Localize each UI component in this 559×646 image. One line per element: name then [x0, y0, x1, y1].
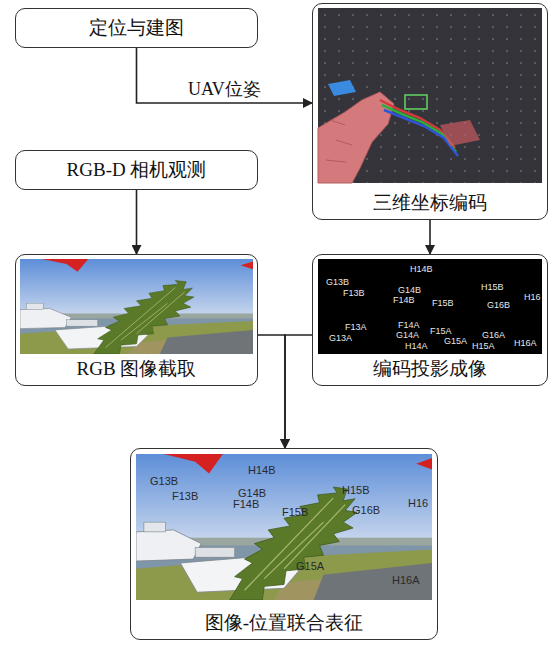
- code-label: H16: [408, 497, 428, 509]
- fused-image: [136, 454, 432, 600]
- node-caption: 编码投影成像: [373, 357, 487, 381]
- flow-arrow: [258, 335, 285, 448]
- code-label: G16B: [352, 504, 380, 516]
- code-label: G14B: [398, 285, 421, 295]
- code-label: G15A: [444, 336, 467, 346]
- code-label: H15B: [342, 484, 370, 496]
- rgb-image-part: [20, 259, 253, 354]
- 3d-map-render-part: [318, 8, 542, 183]
- code-label: G13B: [150, 475, 178, 487]
- code-label: F13B: [172, 490, 198, 502]
- code-label: H16: [524, 292, 541, 302]
- process-box: RGB-D 相机观测: [15, 150, 258, 190]
- node-caption: 图像-位置联合表征: [205, 611, 363, 635]
- projection-image: [318, 259, 542, 354]
- flow-arrow: [285, 335, 312, 448]
- code-label: F15B: [282, 506, 308, 518]
- code-label: H16A: [392, 574, 420, 586]
- code-label: G13B: [326, 277, 349, 287]
- code-label: G16B: [487, 300, 510, 310]
- 3d-map-render-part: [326, 120, 352, 162]
- image-panel: RGB 图像截取: [15, 254, 258, 386]
- code-label: G14B: [238, 487, 266, 499]
- code-label: G16A: [482, 330, 505, 340]
- 3d-map-render: [318, 8, 542, 183]
- 3d-map-render-part: [328, 80, 356, 96]
- 3d-map-render-part: [318, 8, 542, 183]
- rgb-image: [20, 259, 253, 354]
- code-label: H16A: [514, 338, 537, 348]
- code-label: H14B: [248, 464, 276, 476]
- code-label: H15B: [481, 282, 504, 292]
- node-caption: 三维坐标编码: [373, 191, 487, 215]
- projection-image-part: [318, 259, 542, 354]
- node-caption: RGB 图像截取: [77, 357, 197, 381]
- code-label: F14A: [398, 320, 420, 330]
- code-label: H15A: [472, 341, 495, 351]
- image-panel: 三维坐标编码: [312, 3, 548, 220]
- edge-label: UAV位姿: [186, 78, 263, 100]
- code-label: F13A: [345, 322, 367, 332]
- code-label: G14A: [396, 330, 419, 340]
- code-label: H14A: [405, 341, 428, 351]
- code-label: F14B: [393, 295, 415, 305]
- code-label: G15A: [296, 560, 324, 572]
- flow-arrow: [429, 220, 431, 254]
- code-label: F15A: [430, 326, 452, 336]
- flow-arrow: [137, 48, 313, 103]
- flow-arrow: [136, 190, 138, 254]
- process-box: 定位与建图: [15, 8, 258, 48]
- code-label: G13A: [329, 333, 352, 343]
- node-caption: RGB-D 相机观测: [67, 158, 207, 182]
- node-caption: 定位与建图: [89, 16, 184, 40]
- code-label: F15B: [432, 298, 454, 308]
- 3d-map-render-part: [440, 120, 480, 146]
- code-label: H14B: [410, 264, 433, 274]
- fused-image-part: [136, 454, 432, 600]
- 3d-map-render-part: [405, 95, 427, 109]
- code-label: F14B: [233, 498, 259, 510]
- code-label: F13B: [343, 288, 365, 298]
